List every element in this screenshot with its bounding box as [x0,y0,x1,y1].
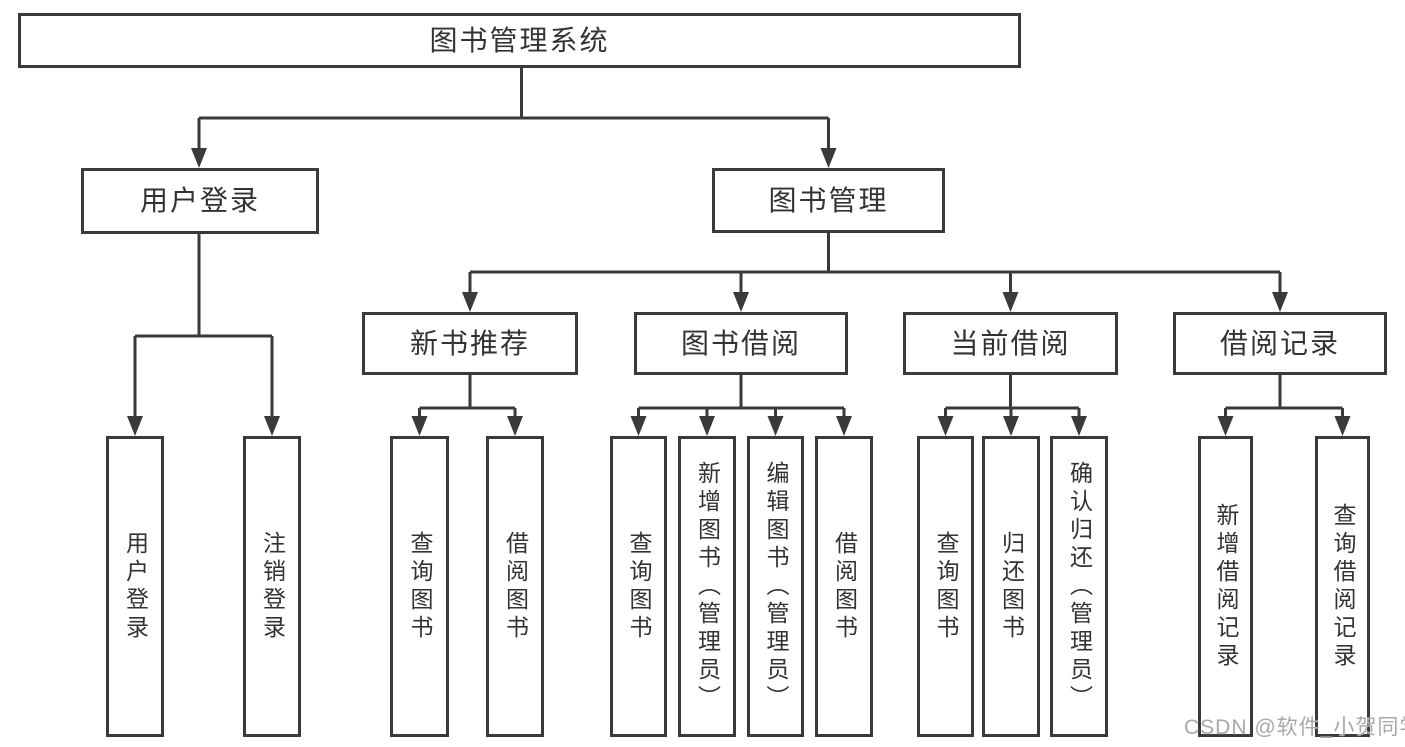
node-book-borrowing: 图书借阅 [634,312,848,375]
node-user-login: 用户登录 [81,168,319,234]
leaf-query-borrow-record: 查询借阅记录 [1315,436,1370,737]
node-book-management: 图书管理 [712,168,945,233]
leaf-borrow-books: 借阅图书 [815,436,873,737]
leaf-query-books-recommend: 查询图书 [390,436,449,737]
leaf-query-books-current: 查询图书 [917,436,974,737]
leaf-user-login: 用户登录 [106,436,164,737]
csdn-watermark: CSDN @软件_小贺同学 [1184,716,1405,739]
node-new-book-recommend: 新书推荐 [362,312,578,375]
leaf-edit-books-admin: 编辑图书（管理员） [747,436,804,737]
leaf-add-borrow-record: 新增借阅记录 [1198,436,1253,737]
node-borrowing-records: 借阅记录 [1173,312,1387,375]
leaf-return-books: 归还图书 [982,436,1040,737]
arrowheads [127,148,1351,436]
leaf-add-books-admin: 新增图书（管理员） [678,436,736,737]
node-current-borrowing: 当前借阅 [903,312,1118,375]
node-root: 图书管理系统 [18,13,1021,68]
leaf-borrow-books-recommend: 借阅图书 [486,436,544,737]
leaf-logout: 注销登录 [243,436,301,737]
leaf-confirm-return-admin: 确认归还（管理员） [1050,436,1108,737]
leaf-query-books-borrowing: 查询图书 [610,436,667,737]
